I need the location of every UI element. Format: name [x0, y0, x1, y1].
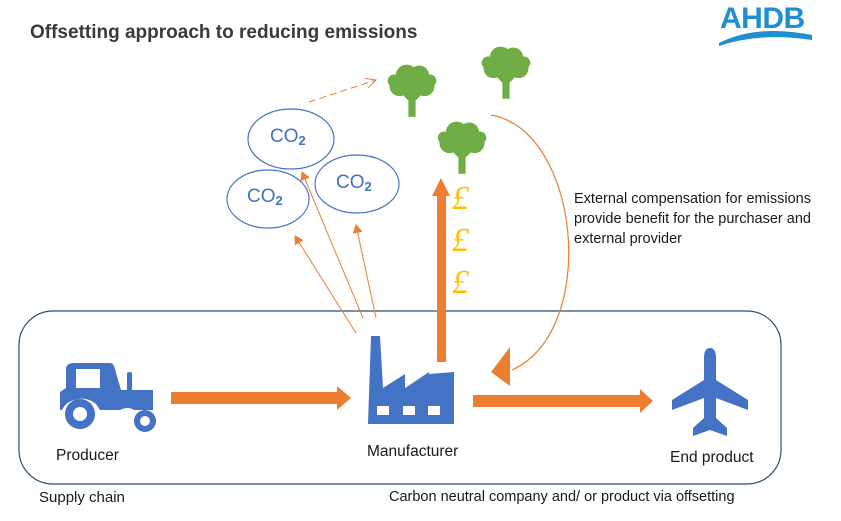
- co2-label-right: CO2: [336, 172, 372, 194]
- page-title: Offsetting approach to reducing emission…: [30, 22, 418, 43]
- ahdb-logo: AHDB: [716, 2, 816, 46]
- logo-text: AHDB: [720, 2, 805, 35]
- emission-arrow-2: [300, 171, 364, 319]
- emission-arrow-3: [352, 224, 377, 319]
- pound-icon: £: [452, 180, 469, 217]
- co2-cloud-left: [226, 169, 310, 229]
- emission-arrow-1: [294, 235, 357, 334]
- manufacturer-to-product-arrow-head: [640, 389, 653, 413]
- manufacturer-label: Manufacturer: [367, 443, 459, 460]
- tree-icon: [437, 121, 487, 174]
- producer-to-manufacturer-arrow-head: [337, 386, 351, 410]
- end-product-label: End product: [670, 449, 754, 466]
- airplane-icon: [672, 348, 748, 436]
- payment-arrow-head: [432, 178, 450, 196]
- co2-label-left: CO2: [247, 186, 283, 208]
- factory-icon: [368, 336, 454, 424]
- supply-chain-label: Supply chain: [39, 489, 125, 506]
- carbon-neutral-label: Carbon neutral company and/ or product v…: [389, 489, 735, 505]
- supply-chain-frame: [18, 310, 782, 485]
- producer-label: Producer: [56, 447, 119, 464]
- pound-icon: £: [452, 264, 469, 301]
- manufacturer-to-product-arrow: [473, 395, 640, 407]
- currency-stack: £ £ £: [452, 178, 469, 304]
- tree-icon: [387, 64, 437, 117]
- payment-arrow-shaft: [437, 196, 446, 362]
- pound-icon: £: [452, 222, 469, 259]
- compensation-arrow: [490, 114, 570, 371]
- logo-wave-icon: [719, 30, 812, 46]
- co2-cloud-top: [247, 108, 335, 170]
- compensation-note: External compensation for emissions prov…: [574, 191, 811, 247]
- co2-cloud-right: [314, 154, 400, 214]
- tree-icon: [481, 46, 531, 99]
- producer-to-manufacturer-arrow: [171, 392, 337, 404]
- compensation-arrow-head: [491, 347, 510, 386]
- absorption-arrow: [308, 80, 376, 103]
- co2-label-top: CO2: [270, 126, 306, 148]
